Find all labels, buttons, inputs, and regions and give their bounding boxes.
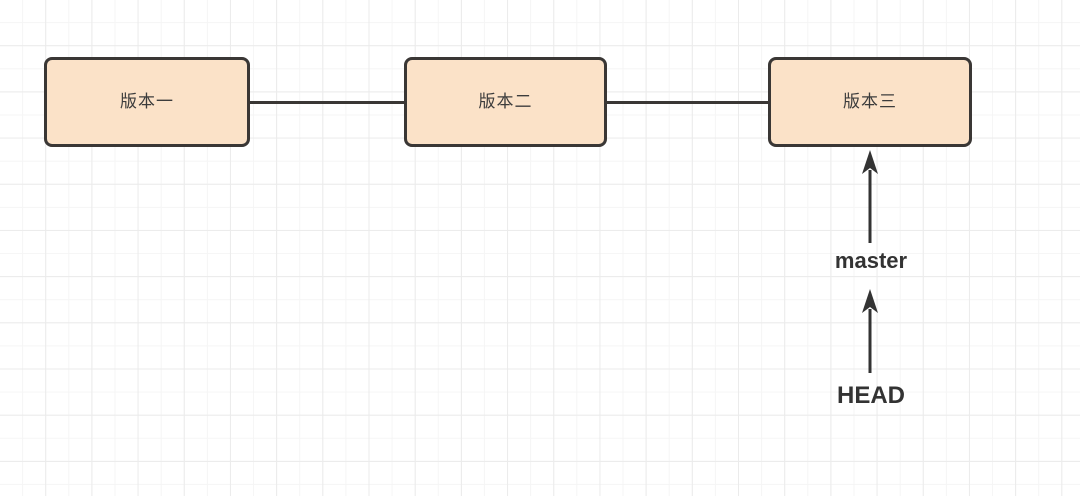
commit-node-label: 版本二 [478,91,533,112]
commit-node-version-two[interactable]: 版本二 [404,57,607,147]
master-branch-label: master [834,248,908,273]
connector-version-one-to-version-two [250,101,405,104]
commit-node-label: 版本三 [843,91,897,112]
head-arrow-icon [862,289,878,373]
master-arrow-icon [862,150,878,243]
commit-node-version-three[interactable]: 版本三 [768,57,972,147]
commit-node-label: 版本一 [120,91,174,112]
commit-node-version-one[interactable]: 版本一 [44,57,250,147]
connector-version-two-to-version-three [606,101,769,104]
head-pointer-label: HEAD [836,382,906,409]
